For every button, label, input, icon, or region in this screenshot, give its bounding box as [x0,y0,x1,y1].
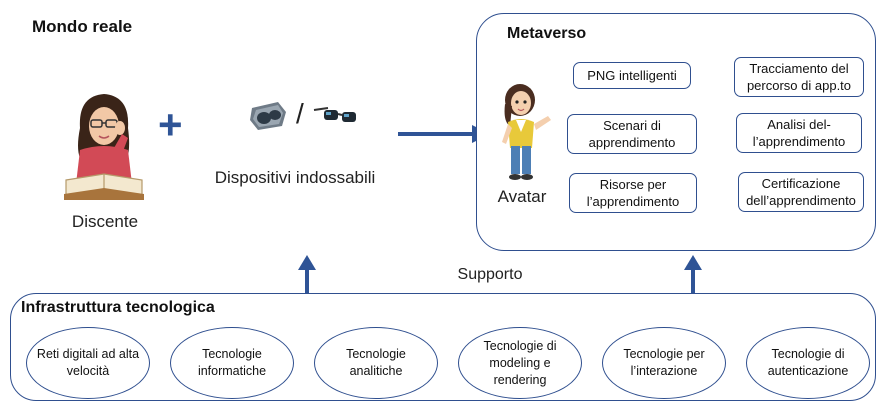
infra-item-interaction-technologies: Tecnologie per l’interazione [602,327,726,399]
infra-item-analytic-technologies: Tecnologie analitiche [314,327,438,399]
infrastructure-panel [10,293,876,401]
vr-headset-icon [250,102,286,130]
metaverse-box-learning-certification: Certificazione dell’apprendimento [738,172,864,212]
metaverse-box-learning-resources: Risorse per l’apprendimento [569,173,697,213]
devices-label: Dispositivi indossabili [214,168,376,187]
plus-icon: + [158,101,183,148]
metaverse-box-learning-analytics: Analisi del-l’apprendimento [736,113,862,153]
metaverse-box-learning-scenarios: Scenari di apprendimento [567,114,697,154]
smart-glasses-icon [313,107,356,122]
infra-item-modeling-rendering: Tecnologie di modeling e rendering [458,327,582,399]
device-separator: / [296,98,304,129]
infra-item-high-speed-networks: Reti digitali ad alta velocità [26,327,150,399]
infra-item-authentication-technologies: Tecnologie di autenticazione [746,327,870,399]
infra-item-information-technologies: Tecnologie informatiche [170,327,294,399]
metaverse-box-intelligent-npc: PNG intelligenti [573,62,691,89]
avatar-illustration [502,84,551,180]
avatar-label: Avatar [497,187,547,206]
learner-illustration [64,94,144,200]
real-world-title: Mondo reale [32,17,133,36]
support-label: Supporto [457,266,523,283]
metaverse-title: Metaverso [507,25,587,42]
infrastructure-title: Infrastruttura tecnologica [21,299,215,316]
metaverse-box-learning-path-tracking: Tracciamento del percorso di app.to [734,57,864,97]
learner-label: Discente [71,212,139,231]
